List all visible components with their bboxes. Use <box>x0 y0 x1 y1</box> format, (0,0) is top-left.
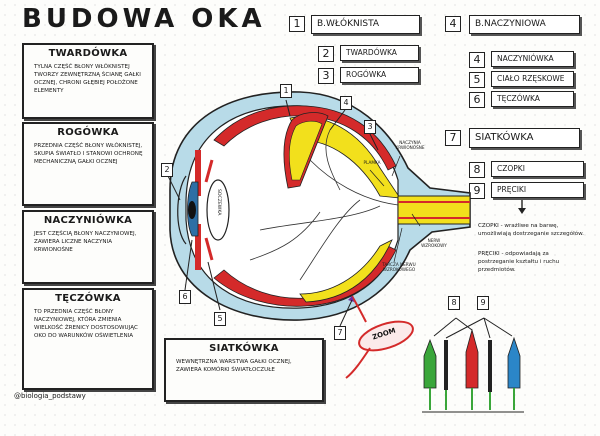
choroid-bottom <box>213 245 397 307</box>
leader-7 <box>339 299 353 327</box>
label-plamka: PLAMKA <box>363 160 381 165</box>
twardowka-box: TWARDÓWKA TYLNA CZĘŚĆ BŁONY WŁÓKNISTEJ T… <box>22 43 154 119</box>
cell-stalks <box>429 388 515 410</box>
siatkowka-text: WEWNĘTRZNA WARSTWA GAŁKI OCZNEJ, ZAWIERA… <box>176 359 292 373</box>
legend-num-4b: 4 <box>469 52 485 68</box>
naczyniowka-title: NACZYNIÓWKA <box>43 215 133 226</box>
cone-green <box>423 338 437 389</box>
leader-6 <box>184 239 193 291</box>
legend-num-5: 5 <box>469 72 485 88</box>
leader-naczynia <box>391 155 401 177</box>
legend-num-8: 8 <box>469 162 485 178</box>
legend-label-cialo-rzeskowe: CIAŁO RZĘSKOWE <box>491 71 574 87</box>
leader-nerw <box>411 213 421 227</box>
cornea-line <box>177 175 187 245</box>
leader-plamka <box>369 169 385 187</box>
zoom-marker <box>348 296 354 302</box>
page-title: BUDOWA OKA <box>22 4 266 34</box>
legend-num-9: 9 <box>469 183 485 199</box>
rogowka-title: ROGÓWKA <box>57 127 119 138</box>
zoom-connector <box>351 295 367 323</box>
signature: @biologia_podstawy <box>14 392 86 400</box>
callout-5: 5 <box>214 312 226 326</box>
naczyniowka-text: JEST CZĘŚCIĄ BŁONY NACZYNIOWEJ, ZAWIERA … <box>34 231 137 253</box>
rogowka-text: PRZEDNIA CZĘŚĆ BŁONY WŁÓKNISTEJ, SKUPIA … <box>34 143 143 165</box>
retina-bottom <box>299 239 393 303</box>
siatkowka-title: SIATKÓWKA <box>209 343 279 354</box>
legend-label-siatkowka: SIATKÓWKA <box>469 128 580 148</box>
lens <box>206 179 230 241</box>
leader-1 <box>285 99 291 117</box>
vitreous-body <box>185 105 399 309</box>
leader-4 <box>329 109 346 131</box>
detached-retina <box>289 120 323 181</box>
legend-label-b-wloknista: B.WŁÓKNISTA <box>311 15 420 34</box>
leader-2 <box>167 175 181 201</box>
callout-4: 4 <box>340 96 352 110</box>
optic-nerve-vessels <box>398 201 470 219</box>
zoom-bubble <box>358 320 414 352</box>
label-nerw: NERW WZROKOWY <box>421 238 447 248</box>
photoreceptors <box>422 317 524 413</box>
legend-label-b-naczyniowa: B.NACZYNIOWA <box>469 15 580 34</box>
legend-num-7: 7 <box>445 130 461 146</box>
leader-tarcza <box>393 227 403 263</box>
legend-num-3: 3 <box>318 68 334 84</box>
legend-label-naczyniowka: NACZYNIÓWKA <box>491 51 574 67</box>
legend-label-czopki: CZOPKI <box>491 161 584 177</box>
twardowka-text: TYLNA CZĘŚĆ BŁONY WŁÓKNISTEJ TWORZY ZEWN… <box>34 64 141 94</box>
teczowka-text: TO PRZEDNIA CZĘŚĆ BŁONY NACZYNIOWEJ, KTÓ… <box>34 309 138 339</box>
legend-num-6: 6 <box>469 92 485 108</box>
callout-9: 9 <box>477 296 489 310</box>
legend-label-twardowka: TWARDÓWKA <box>340 45 419 61</box>
legend-num-1: 1 <box>289 16 305 32</box>
legend-num-2: 2 <box>318 46 334 62</box>
callout-3: 3 <box>364 120 376 134</box>
teczowka-title: TĘCZÓWKA <box>55 293 121 304</box>
cell-pointer-lines <box>433 317 513 339</box>
zoom-tail <box>345 347 371 379</box>
callout-1: 1 <box>280 84 292 98</box>
rogowka-box: ROGÓWKA PRZEDNIA CZĘŚĆ BŁONY WŁÓKNISTEJ,… <box>22 122 154 206</box>
ciliary-body <box>204 159 214 261</box>
cone-blue <box>507 336 521 389</box>
leader-3 <box>369 133 379 151</box>
siatkowka-box: SIATKÓWKA WEWNĘTRZNA WARSTWA GAŁKI OCZNE… <box>164 338 324 402</box>
callout-6: 6 <box>179 290 191 304</box>
choroid-top <box>213 105 397 171</box>
twardowka-title: TWARDÓWKA <box>48 48 128 59</box>
arrow-down-head <box>518 208 526 214</box>
note-preciki: PRĘCIKI - odpowiadają za postrzeganie ks… <box>478 251 560 273</box>
cone-red <box>465 328 479 389</box>
callout-7: 7 <box>334 326 346 340</box>
naczyniowka-box: NACZYNIÓWKA JEST CZĘŚCIĄ BŁONY NACZYNIOW… <box>22 210 154 284</box>
legend-label-teczowka: TĘCZÓWKA <box>491 91 574 107</box>
leader-5 <box>207 261 221 311</box>
note-czopki: CZOPKI - wrażliwe na barwę, umożliwiają … <box>478 223 584 237</box>
callout-8: 8 <box>448 296 460 310</box>
optic-nerve <box>397 195 471 225</box>
label-naczynia: NACZYNIA KRWIONOŚNE <box>395 140 425 150</box>
legend-num-4: 4 <box>445 16 461 32</box>
label-tarcza: TARCZA NERWU WZROKOWEGO <box>382 262 416 272</box>
legend-label-preciki: PRĘCIKI <box>491 182 584 198</box>
blood-vessels <box>249 129 399 281</box>
callout-2: 2 <box>161 163 173 177</box>
label-soczewka: SOCZEWKA <box>216 189 221 216</box>
teczowka-box: TĘCZÓWKA TO PRZEDNIA CZĘŚĆ BŁONY NACZYNI… <box>22 288 154 390</box>
pupil <box>188 201 196 219</box>
legend-label-rogowka: ROGÓWKA <box>340 67 419 83</box>
